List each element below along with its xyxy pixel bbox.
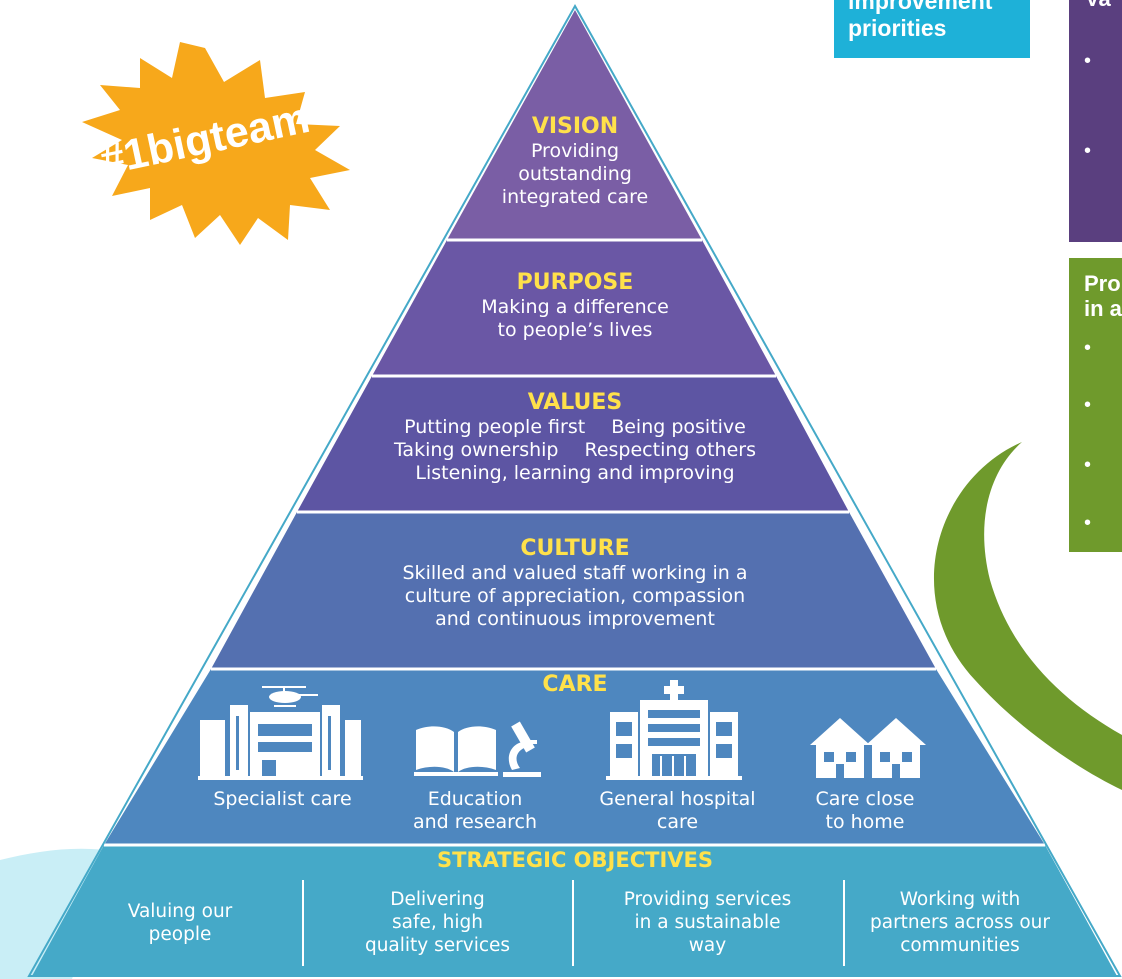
values-panel-title: Va xyxy=(1085,0,1122,12)
programme-panel: Pro in a • • • • xyxy=(1069,258,1122,552)
purpose-title: PURPOSE xyxy=(516,270,634,295)
pyramid-outline xyxy=(27,3,1122,977)
value-taking-ownership: Taking ownership xyxy=(393,439,559,461)
programme-panel-bullet-4: • xyxy=(1084,512,1092,534)
objectives-title: STRATEGIC OBJECTIVES xyxy=(437,848,713,872)
hospital-helicopter-icon xyxy=(198,686,363,780)
vision-title: VISION xyxy=(531,114,619,139)
houses-icon xyxy=(810,718,926,778)
values-title: VALUES xyxy=(527,390,623,415)
care-close-to-home-label: Care close to home xyxy=(815,788,915,833)
culture-line-3: and continuous improvement xyxy=(435,608,715,630)
purpose-line-2: to people’s lives xyxy=(497,319,653,341)
programme-panel-bullet-1: • xyxy=(1084,337,1092,359)
vision-line-1: Providing xyxy=(530,140,620,162)
care-general-hospital-label: General hospital care xyxy=(599,788,756,833)
value-listening-learning: Listening, learning and improving xyxy=(415,462,735,484)
values-panel: Va • • xyxy=(1069,0,1122,242)
layer-culture: CULTURE Skilled and valued staff working… xyxy=(330,536,820,631)
value-respecting-others: Respecting others xyxy=(584,439,757,461)
objective-working-partners: Working with partners across our communi… xyxy=(869,889,1050,956)
value-being-positive: Being positive xyxy=(611,416,746,438)
layer-vision: VISION Providing outstanding integrated … xyxy=(460,114,690,209)
values-panel-bullet-2: • xyxy=(1084,140,1092,162)
vision-line-2: outstanding xyxy=(518,163,632,185)
layer-values: VALUES Putting people first Being positiv… xyxy=(330,390,820,485)
layer-values-bg xyxy=(297,376,849,512)
objectives-divider-2 xyxy=(572,880,574,966)
vision-line-3: integrated care xyxy=(501,186,649,208)
values-panel-bullet-1: • xyxy=(1084,50,1092,72)
values-row-1: Putting people first Being positive xyxy=(330,416,820,439)
objective-valuing-people: Valuing our people xyxy=(127,901,233,945)
objectives-divider-3 xyxy=(843,880,845,966)
layer-purpose-bg xyxy=(372,240,776,376)
book-microscope-icon xyxy=(414,721,541,777)
objective-delivering-services: Delivering safe, high quality services xyxy=(364,889,511,956)
culture-title: CULTURE xyxy=(520,536,630,561)
care-specialist-label: Specialist care xyxy=(213,788,352,810)
programme-panel-title: Pro in a xyxy=(1084,271,1122,321)
general-hospital-icon xyxy=(606,680,742,780)
care-title: CARE xyxy=(542,672,608,697)
badge-starburst xyxy=(82,42,350,245)
improvement-priorities-text: improvement priorities xyxy=(848,0,993,41)
value-putting-people-first: Putting people first xyxy=(404,416,586,438)
objectives-divider-1 xyxy=(302,880,304,966)
culture-line-1: Skilled and valued staff working in a xyxy=(402,562,748,584)
layer-purpose: PURPOSE Making a difference to people’s … xyxy=(420,270,730,342)
green-crescent-decoration xyxy=(933,442,1122,790)
values-row-2: Taking ownership Respecting others xyxy=(330,439,820,462)
care-education-label: Education and research xyxy=(413,788,537,833)
culture-line-2: culture of appreciation, compassion xyxy=(404,585,746,607)
purpose-line-1: Making a difference xyxy=(481,296,669,318)
layer-culture-bg xyxy=(211,512,936,669)
programme-panel-bullet-3: • xyxy=(1084,454,1092,476)
objective-sustainable: Providing services in a sustainable way xyxy=(623,889,792,956)
programme-panel-bullet-2: • xyxy=(1084,394,1092,416)
improvement-priorities-box: improvement priorities xyxy=(834,0,1030,58)
layer-vision-bg xyxy=(447,10,702,240)
